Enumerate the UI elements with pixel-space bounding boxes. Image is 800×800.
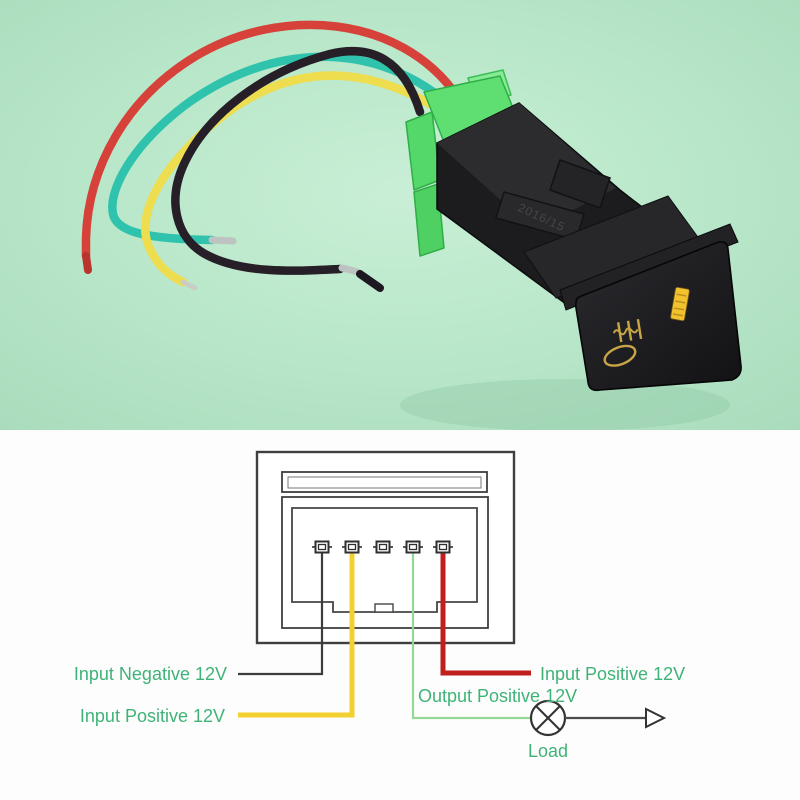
keying-tab bbox=[374, 603, 394, 613]
connector-slot bbox=[281, 471, 488, 493]
label-load: Load bbox=[528, 741, 568, 761]
pins bbox=[312, 540, 453, 554]
switch-body: 2016/15 bbox=[436, 102, 739, 311]
wiring-diagram-art: Input Negative 12V Input Positive 12V In… bbox=[74, 450, 685, 761]
load-lamp-icon bbox=[529, 699, 567, 737]
wire-harness bbox=[81, 20, 462, 292]
wire-black-crimp bbox=[338, 264, 362, 276]
pin-area bbox=[291, 507, 478, 613]
wire-red-tip bbox=[82, 252, 92, 274]
label-input-positive-right: Input Positive 12V bbox=[540, 664, 685, 684]
switch-shadow bbox=[400, 379, 730, 430]
wire-black bbox=[171, 46, 425, 275]
label-input-negative: Input Negative 12V bbox=[74, 664, 227, 684]
wire-red bbox=[81, 20, 462, 261]
wire-yellow-tip bbox=[180, 279, 198, 291]
pin-2 bbox=[342, 540, 362, 554]
wire-line-input-positive-left bbox=[238, 553, 355, 718]
wire-teal-crimp bbox=[208, 236, 237, 245]
wire-line-input-positive-right bbox=[440, 553, 531, 676]
led-indicator-icon bbox=[670, 286, 690, 322]
wiring-diagram: Input Negative 12V Input Positive 12V In… bbox=[0, 430, 800, 800]
wire-black-tip bbox=[356, 270, 384, 292]
connector-slot-inner bbox=[287, 476, 482, 489]
face-cap bbox=[575, 241, 742, 392]
product-photo-art: 2016/15 bbox=[0, 0, 800, 430]
pin-5 bbox=[433, 540, 453, 554]
molded-plate-upper bbox=[549, 159, 611, 209]
label-output-positive: Output Positive 12V bbox=[418, 686, 577, 706]
wire-teal bbox=[108, 52, 454, 245]
switch-face bbox=[575, 241, 742, 392]
pin-1 bbox=[312, 540, 332, 554]
wire-line-input-negative bbox=[238, 553, 324, 676]
wire-line-output-positive bbox=[411, 553, 532, 720]
fog-light-icon bbox=[603, 319, 643, 367]
pin-3 bbox=[373, 540, 393, 554]
pin-4 bbox=[403, 540, 423, 554]
arrow-right-icon bbox=[645, 707, 667, 729]
label-input-positive-left: Input Positive 12V bbox=[80, 706, 225, 726]
product-photo: 2016/15 bbox=[0, 0, 800, 430]
